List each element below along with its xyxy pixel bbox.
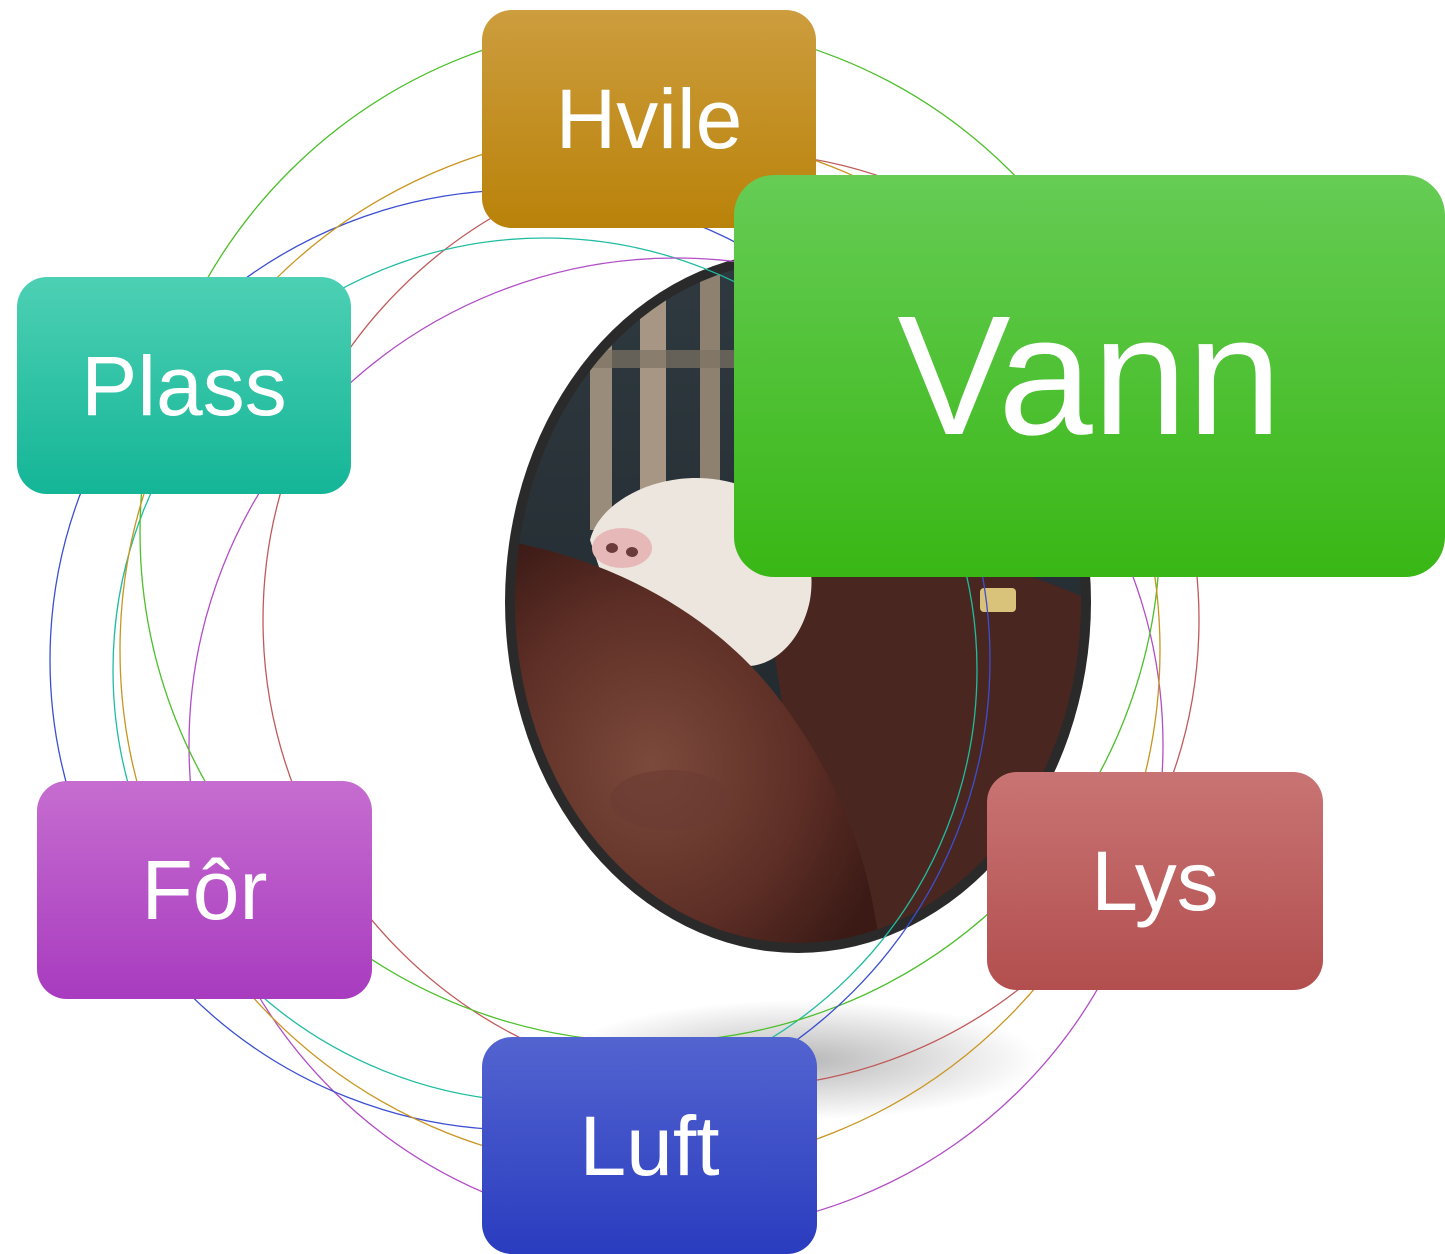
node-plass: Plass — [17, 277, 351, 494]
node-hvile-label: Hvile — [555, 72, 743, 166]
node-luft-label: Luft — [579, 1098, 720, 1193]
node-luft: Luft — [482, 1037, 817, 1254]
node-vann: Vann — [734, 175, 1445, 577]
node-for-label: Fôr — [141, 843, 268, 937]
node-plass-label: Plass — [81, 338, 287, 433]
node-vann-label: Vann — [897, 281, 1282, 471]
node-lys: Lys — [987, 772, 1323, 990]
node-for: Fôr — [37, 781, 372, 999]
node-lys-label: Lys — [1091, 834, 1219, 928]
